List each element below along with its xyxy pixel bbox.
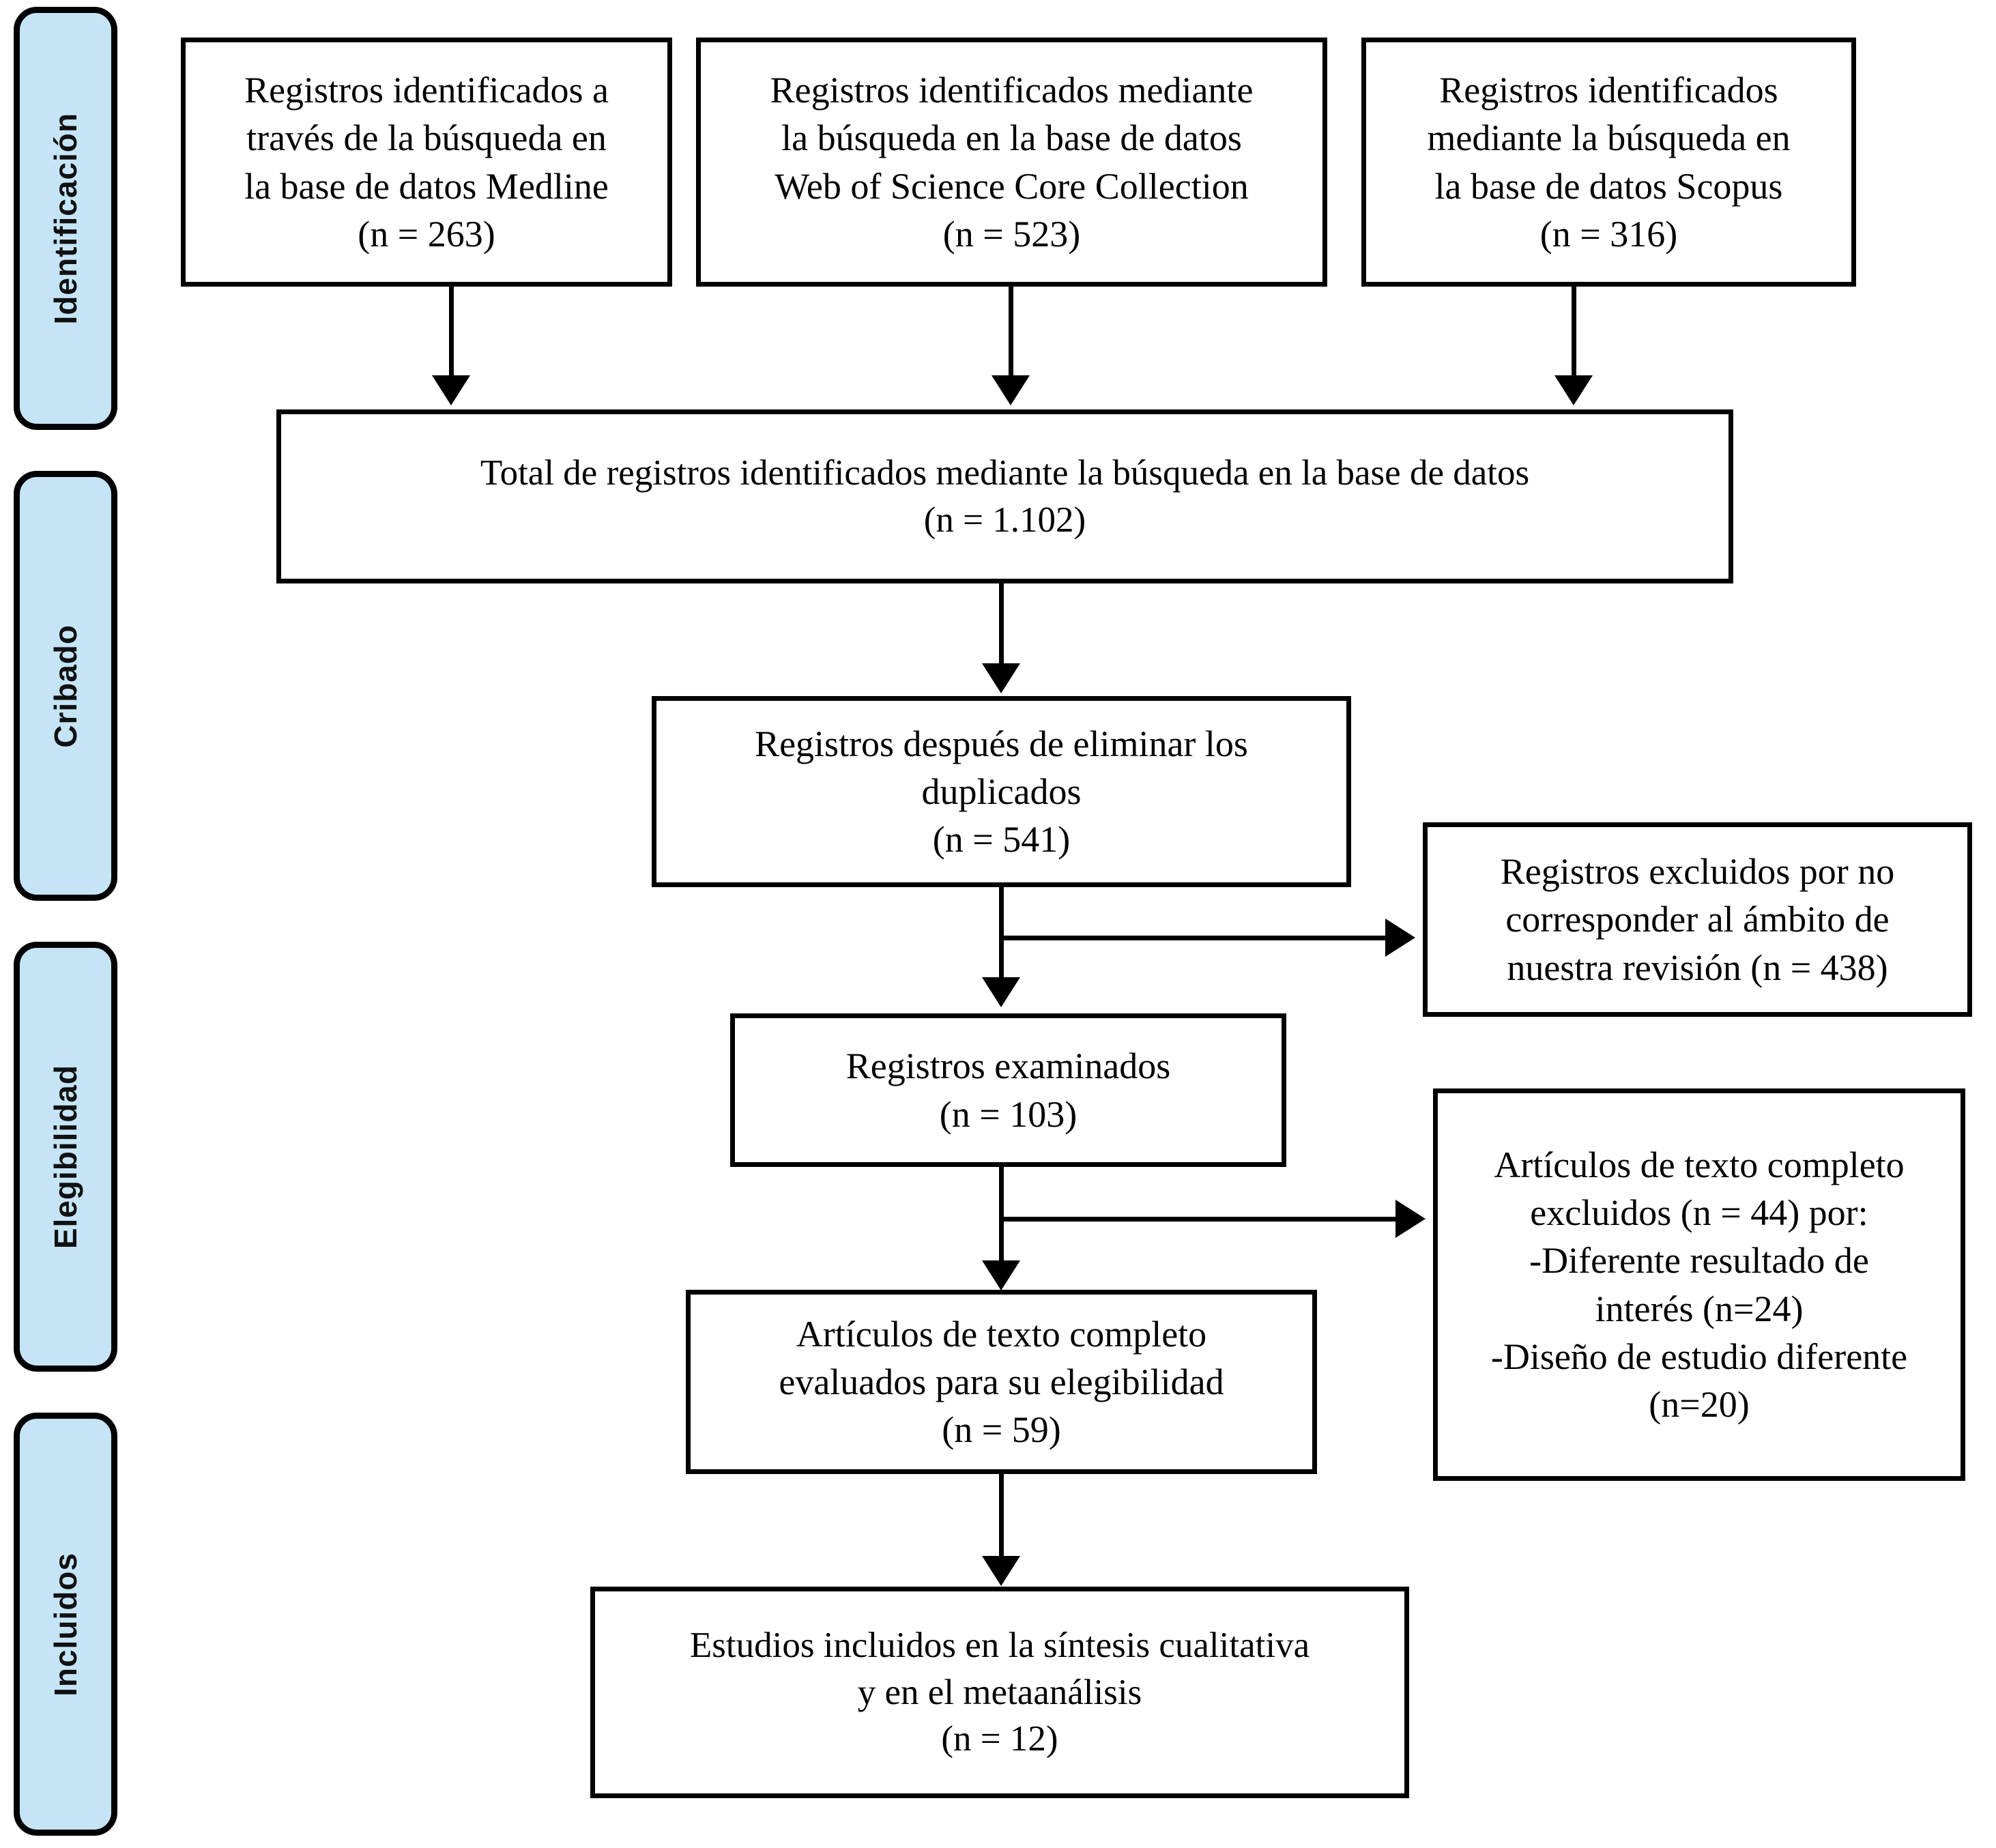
arrowhead-eligibility-to-included bbox=[982, 1556, 1020, 1586]
arrowhead-screened-to-excluded-fulltext bbox=[1395, 1200, 1426, 1238]
connector-screened-to-eligibility bbox=[999, 1167, 1004, 1264]
connector-duplicates-to-excluded-scope bbox=[999, 936, 1388, 940]
stage-label-incluidos-text: Incluidos bbox=[48, 1552, 83, 1697]
stage-label-identificacion: Identificación bbox=[14, 7, 117, 430]
connector-duplicates-to-examined bbox=[999, 887, 1004, 981]
box-excluded-out-of-scope-text: Registros excluidos por no corresponder … bbox=[1500, 851, 1895, 988]
arrowhead-medline-to-total bbox=[432, 375, 470, 405]
stage-label-cribado-text: Cribado bbox=[48, 624, 83, 748]
box-fulltext-assessed-text: Artículos de texto completo evaluados pa… bbox=[779, 1313, 1224, 1451]
box-records-screened-text: Registros examinados (n = 103) bbox=[845, 1045, 1171, 1135]
connector-eligibility-to-included bbox=[999, 1474, 1004, 1559]
connector-screened-to-excluded-fulltext bbox=[999, 1217, 1398, 1222]
box-fulltext-assessed: Artículos de texto completo evaluados pa… bbox=[686, 1290, 1317, 1474]
box-records-after-duplicates: Registros después de eliminar los duplic… bbox=[652, 696, 1351, 887]
arrowhead-wos-to-total bbox=[992, 375, 1030, 405]
box-medline-records: Registros identificados a través de la b… bbox=[181, 38, 672, 287]
arrowhead-scopus-to-total bbox=[1554, 375, 1593, 405]
box-excluded-full-text: Artículos de texto completo excluidos (n… bbox=[1433, 1088, 1965, 1481]
box-total-records: Total de registros identificados mediant… bbox=[276, 409, 1733, 583]
connector-total-to-duplicates bbox=[999, 583, 1004, 667]
box-scopus-records: Registros identificados mediante la búsq… bbox=[1361, 38, 1856, 287]
stage-label-elegibilidad: Elegibilidad bbox=[14, 942, 117, 1372]
arrowhead-total-to-duplicates bbox=[982, 663, 1020, 693]
box-excluded-full-text-text: Artículos de texto completo excluidos (n… bbox=[1490, 1144, 1908, 1425]
box-scopus-records-text: Registros identificados mediante la búsq… bbox=[1427, 70, 1791, 255]
connector-medline-to-total bbox=[449, 287, 454, 379]
stage-label-elegibilidad-text: Elegibilidad bbox=[48, 1064, 83, 1250]
arrowhead-duplicates-to-excluded-scope bbox=[1385, 919, 1415, 957]
stage-label-identificacion-text: Identificación bbox=[48, 112, 83, 325]
arrowhead-duplicates-to-examined bbox=[982, 977, 1020, 1007]
stage-label-incluidos: Incluidos bbox=[14, 1413, 117, 1836]
connector-scopus-to-total bbox=[1572, 287, 1576, 379]
stage-label-cribado: Cribado bbox=[14, 471, 117, 901]
box-records-after-duplicates-text: Registros después de eliminar los duplic… bbox=[755, 723, 1248, 861]
box-excluded-out-of-scope: Registros excluidos por no corresponder … bbox=[1423, 822, 1972, 1017]
box-records-screened: Registros examinados (n = 103) bbox=[730, 1013, 1286, 1167]
box-web-of-science-records: Registros identificados mediante la búsq… bbox=[696, 38, 1327, 287]
box-studies-included: Estudios incluidos en la síntesis cualit… bbox=[590, 1587, 1409, 1798]
connector-wos-to-total bbox=[1009, 287, 1013, 379]
box-web-of-science-records-text: Registros identificados mediante la búsq… bbox=[770, 70, 1254, 255]
box-studies-included-text: Estudios incluidos en la síntesis cualit… bbox=[689, 1625, 1310, 1759]
box-total-records-text: Total de registros identificados mediant… bbox=[480, 452, 1530, 540]
box-medline-records-text: Registros identificados a través de la b… bbox=[244, 70, 609, 255]
arrowhead-screened-to-eligibility bbox=[982, 1260, 1020, 1290]
